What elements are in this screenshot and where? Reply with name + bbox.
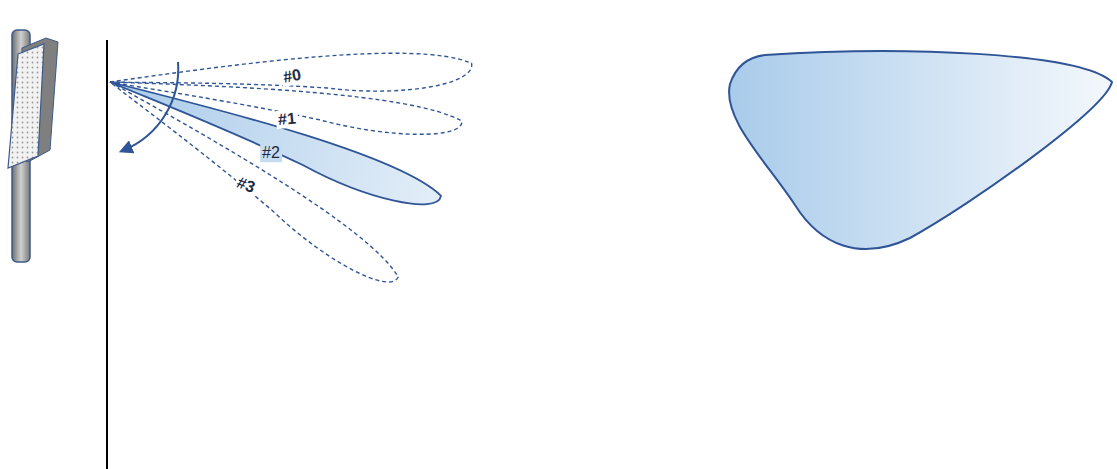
rotation-arrow	[124, 62, 178, 150]
beam-label: #0	[280, 65, 305, 86]
beam-lobe	[100, 68, 406, 295]
antenna-panel	[8, 44, 44, 168]
coverage-area	[729, 51, 1112, 249]
beam-label: #1	[275, 109, 298, 128]
beam-lobe	[109, 50, 472, 102]
beam-lobe	[104, 66, 445, 217]
vertical-line	[106, 40, 108, 469]
beam-label: #3	[233, 173, 259, 197]
beam-label: #2	[260, 144, 282, 162]
